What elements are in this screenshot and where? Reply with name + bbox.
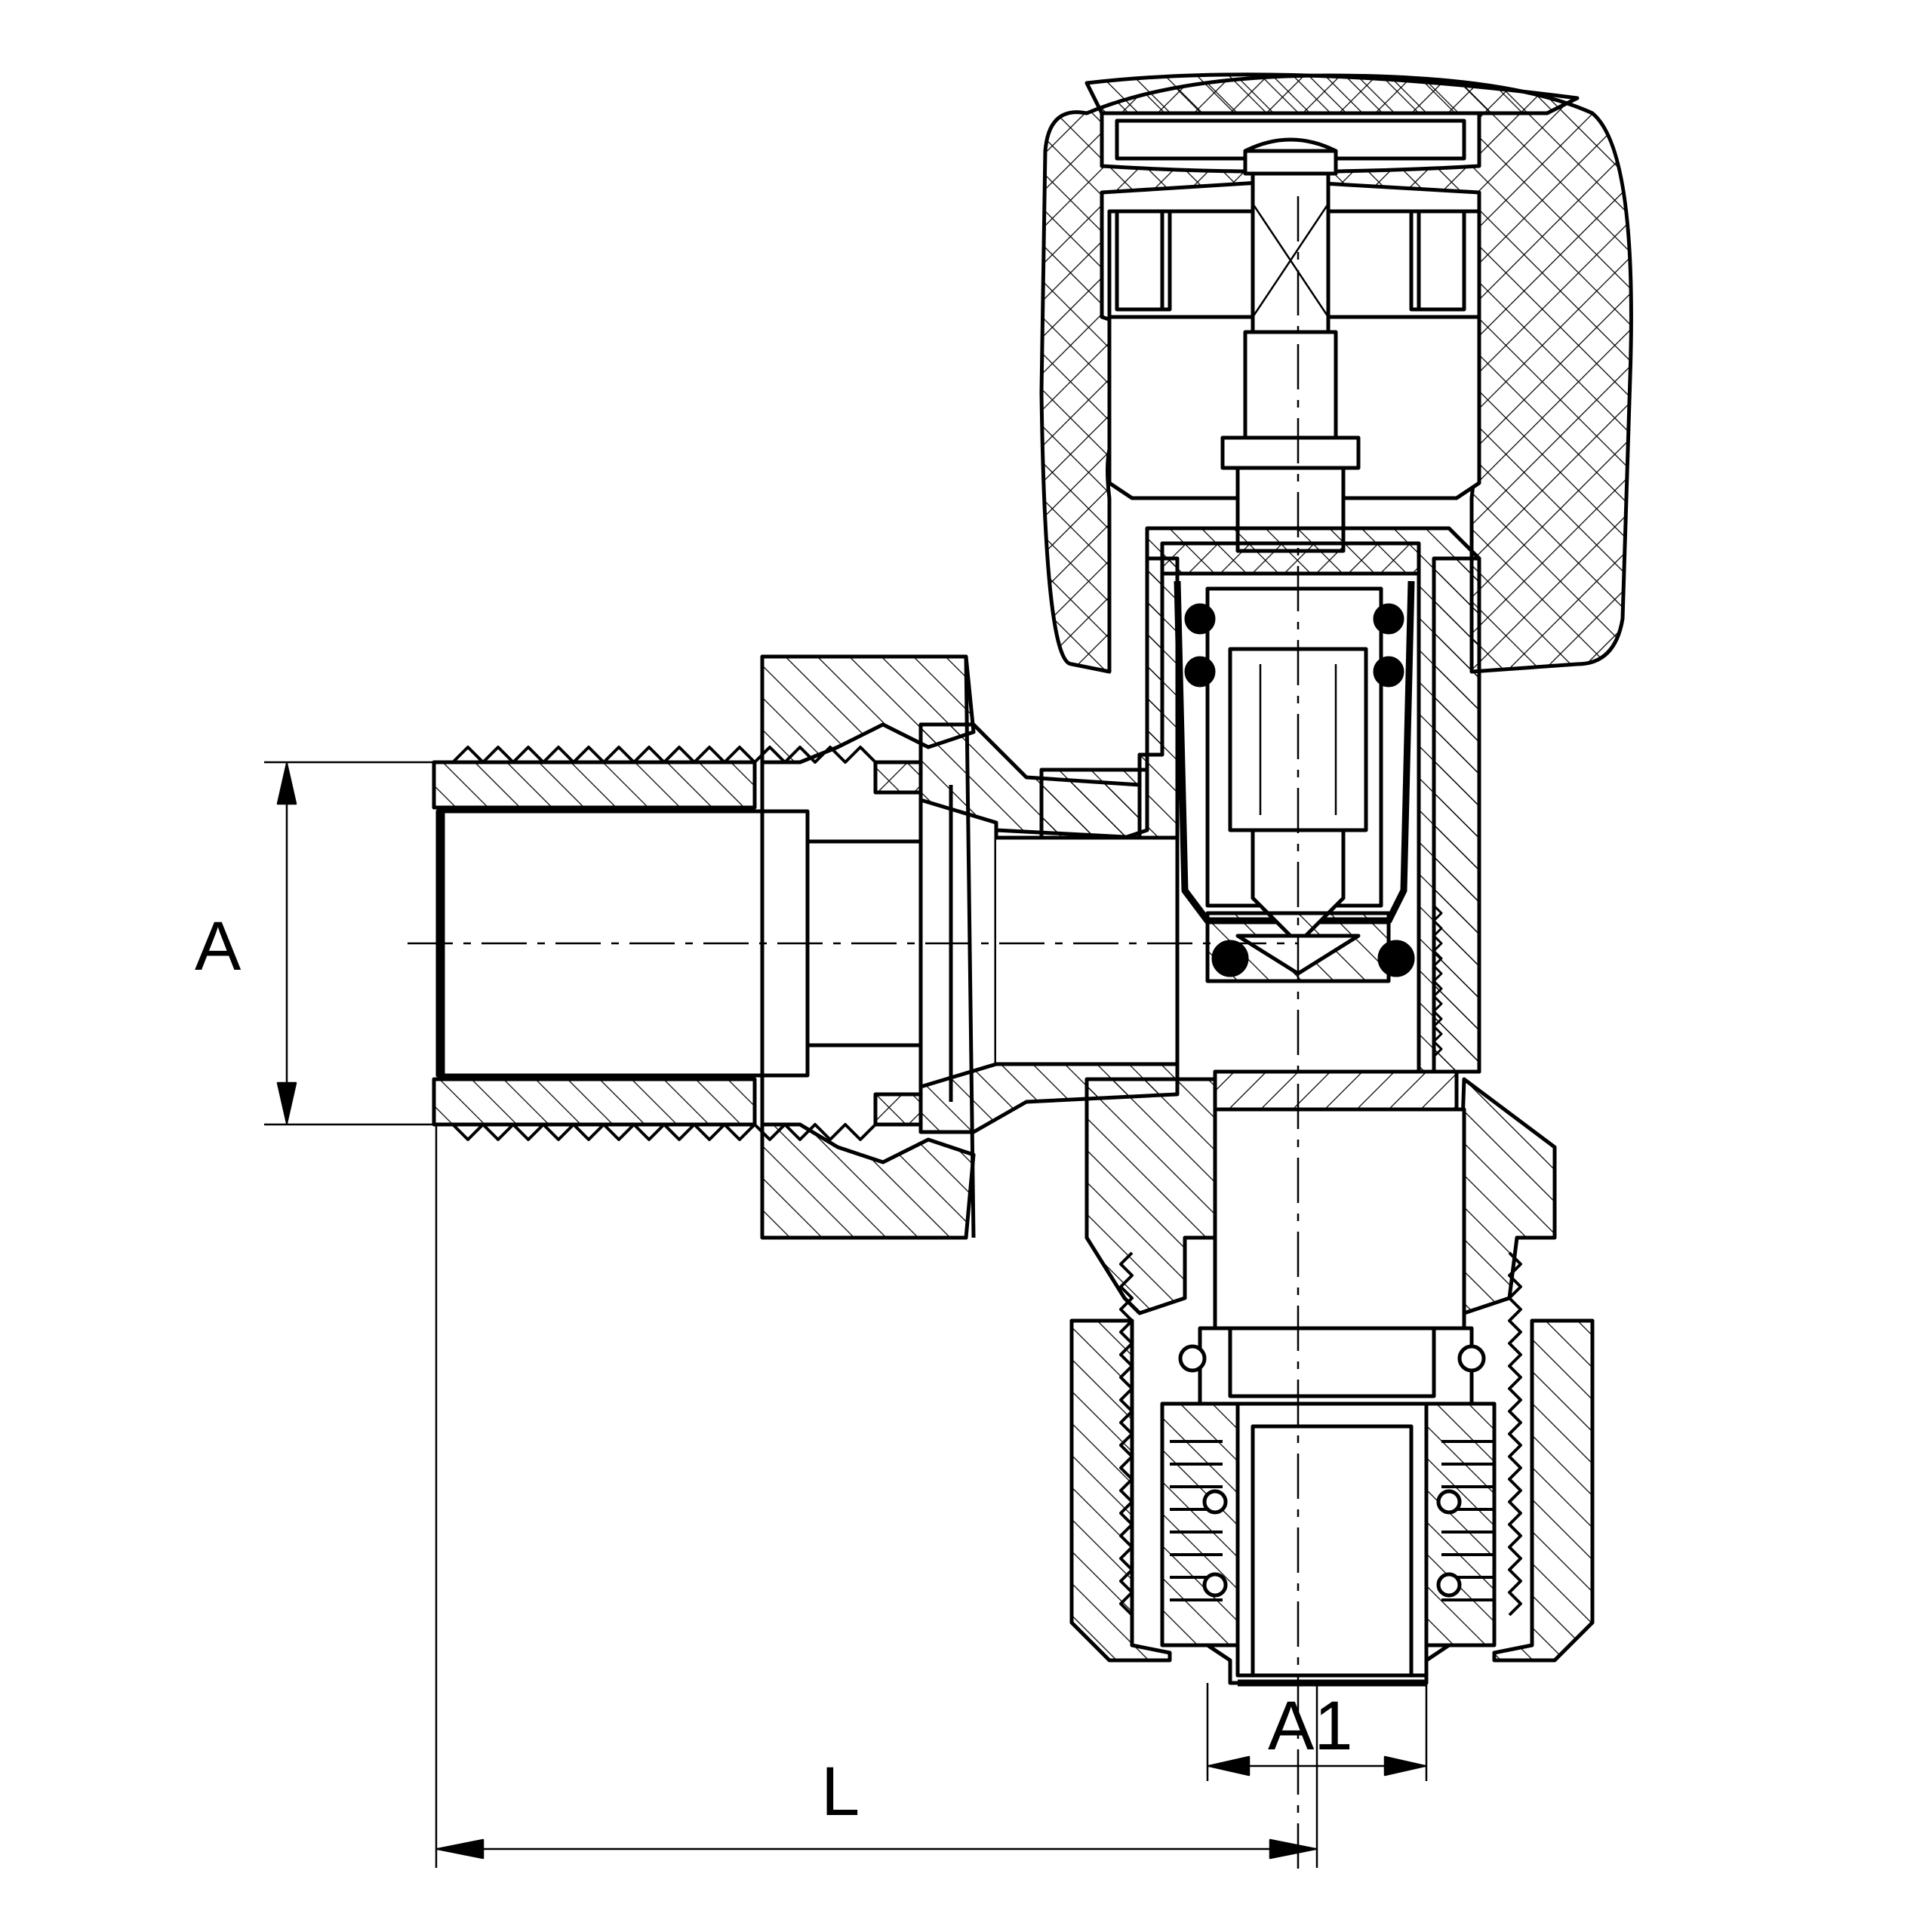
center-lines bbox=[408, 196, 1300, 1872]
inlet-tailpiece bbox=[432, 654, 1180, 1240]
dimension-a1 bbox=[1206, 1683, 1428, 1781]
label-a: A bbox=[195, 908, 242, 985]
label-a1: A1 bbox=[1268, 1687, 1353, 1764]
dimension-a bbox=[264, 761, 445, 1126]
outlet-fitting bbox=[1069, 1069, 1595, 1687]
dimension-l bbox=[435, 1124, 1318, 1868]
valve-body bbox=[1039, 526, 1481, 1074]
label-l: L bbox=[821, 1753, 860, 1830]
